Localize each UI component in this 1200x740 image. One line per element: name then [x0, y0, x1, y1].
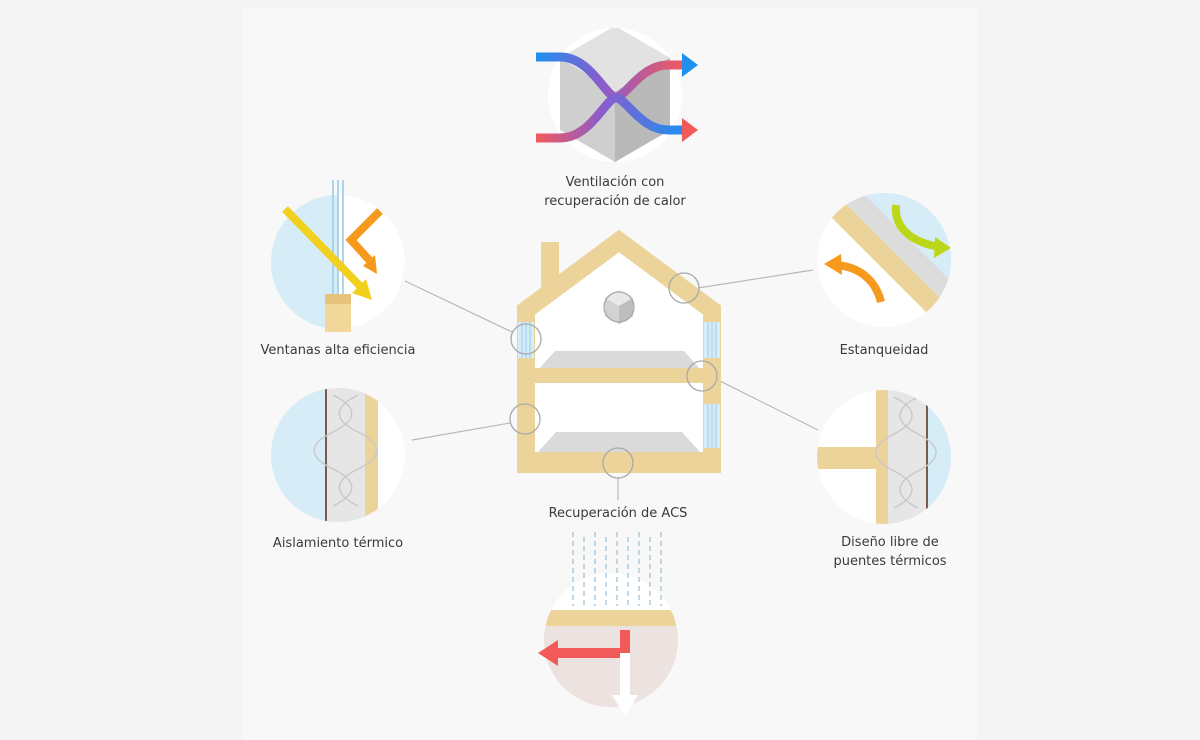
hotspot-acs	[602, 447, 634, 479]
hotspot-thermal-bridges	[686, 360, 718, 392]
label-ventilation-line2: recuperación de calor	[544, 194, 686, 209]
window-glazing-icon	[271, 180, 405, 332]
label-windows: Ventanas alta eficiencia	[260, 343, 416, 358]
hotspot-ventilation	[603, 291, 635, 323]
hot-water-recovery-icon	[538, 532, 678, 716]
label-ventilation-line1: Ventilación con	[565, 175, 665, 190]
connector-lines	[404, 257, 819, 500]
hotspot-windows	[510, 323, 542, 355]
label-airtightness: Estanqueidad	[839, 343, 929, 358]
label-thermal-bridges-line1: Diseño libre de	[841, 535, 939, 550]
label-acs-recovery: Recuperación de ACS	[548, 506, 688, 521]
heat-exchanger-icon	[536, 28, 698, 162]
label-ventilation: Ventilación con recuperación de calor	[544, 173, 686, 211]
label-thermal-bridges: Diseño libre de puentes térmicos	[833, 533, 946, 571]
label-insulation: Aislamiento térmico	[272, 536, 404, 551]
label-thermal-bridges-line2: puentes térmicos	[833, 554, 947, 569]
hotspot-airtightness	[668, 272, 700, 304]
airtight-layer-icon	[817, 193, 951, 327]
hotspot-insulation	[509, 403, 541, 435]
house-icon	[509, 229, 722, 479]
